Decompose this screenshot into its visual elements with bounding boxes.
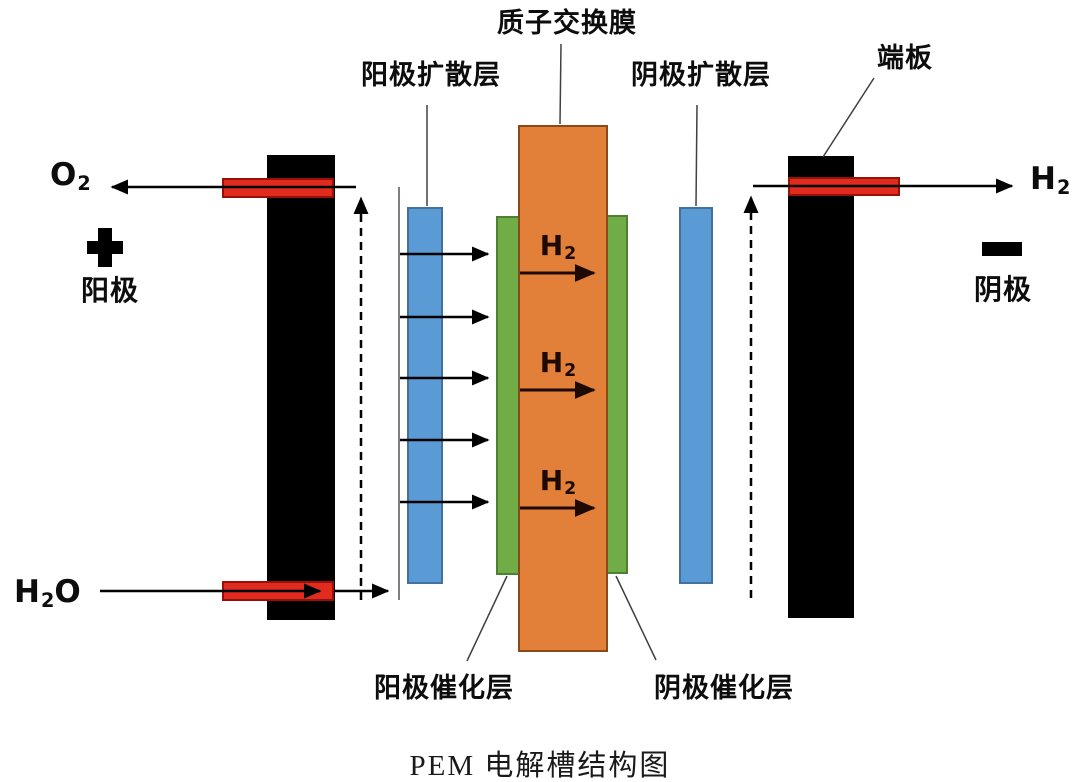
h2-membrane-label-2: H2: [534, 346, 582, 380]
end-plate-label: 端板: [877, 43, 933, 74]
h2o-suffix: O: [54, 574, 81, 610]
h2-mem2-subscript: 2: [564, 361, 577, 382]
h2-mem1-subscript: 2: [564, 244, 577, 265]
anode-label: 阳极: [81, 274, 140, 307]
h2-out-base: H: [1030, 161, 1056, 197]
cathode-diffusion-leader-line: [695, 104, 698, 207]
h2-membrane-label-3: H2: [534, 464, 582, 498]
anode-diffusion-label: 阳极扩散层: [361, 60, 501, 91]
anode-catalyst-label: 阳极催化层: [374, 673, 514, 704]
cathode-diffusion-layer: [679, 207, 713, 584]
h2-mem1-base: H: [539, 229, 564, 262]
h2o-subscript: 2: [40, 588, 55, 612]
membrane-leader-line: [559, 43, 562, 125]
h2-out-subscript: 2: [1056, 175, 1071, 199]
minus-icon: [982, 242, 1022, 256]
cathode-catalyst-leader-line: [615, 575, 657, 661]
end-plate-leader-line: [822, 77, 875, 158]
h2-membrane-label-1: H2: [534, 229, 582, 263]
anode-catalyst-leader-line: [466, 575, 508, 662]
cathode-diffusion-label: 阴极扩散层: [631, 60, 771, 91]
h2o-label: H2O: [14, 574, 81, 610]
anode-diffusion-layer: [407, 207, 443, 584]
plus-icon: [87, 228, 123, 267]
o2-base: O: [50, 157, 77, 193]
o2-label: O2: [50, 157, 91, 193]
end-plate-right: [788, 156, 854, 618]
h2-mem2-base: H: [539, 346, 564, 379]
o2-subscript: 2: [77, 171, 91, 195]
h2-mem3-subscript: 2: [564, 479, 577, 500]
membrane-label: 质子交换膜: [497, 8, 637, 39]
h2-out-label: H2: [1030, 161, 1070, 197]
cathode-catalyst-label: 阴极催化层: [654, 673, 794, 704]
diagram-caption: PEM 电解槽结构图: [409, 750, 671, 782]
cathode-label: 阴极: [974, 273, 1033, 306]
h2o-base: H: [14, 574, 40, 610]
h2-mem3-base: H: [539, 464, 564, 497]
end-plate-left: [267, 155, 335, 620]
